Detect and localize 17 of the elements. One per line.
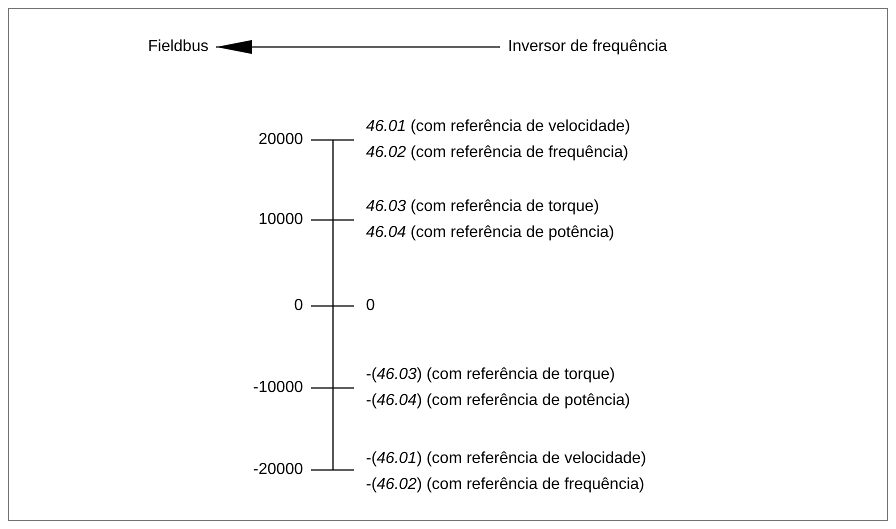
scale-value: 10000 [258,210,303,230]
scale-value: -10000 [253,378,303,398]
arrow [216,40,500,54]
parameter-note: -(46.02) (com referência de frequência) [366,475,644,495]
scale-value: -20000 [253,460,303,480]
parameter-note: -(46.04) (com referência de potência) [366,391,630,411]
parameter-note: -(46.03) (com referência de torque) [366,365,616,385]
parameter-note: -(46.01) (com referência de velocidade) [366,449,646,469]
node-label: Fieldbus [148,37,208,57]
scale-value: 0 [294,296,303,316]
node-label: Inversor de frequência [508,37,668,57]
parameter-note: 0 [366,296,375,316]
parameter-note: 46.01 (com referência de velocidade) [366,117,630,137]
parameter-note: 46.02 (com referência de frequência) [366,143,628,163]
parameter-note: 46.03 (com referência de torque) [366,197,600,217]
parameter-note: 46.04 (com referência de potência) [366,223,614,243]
scale-value: 20000 [258,130,303,150]
